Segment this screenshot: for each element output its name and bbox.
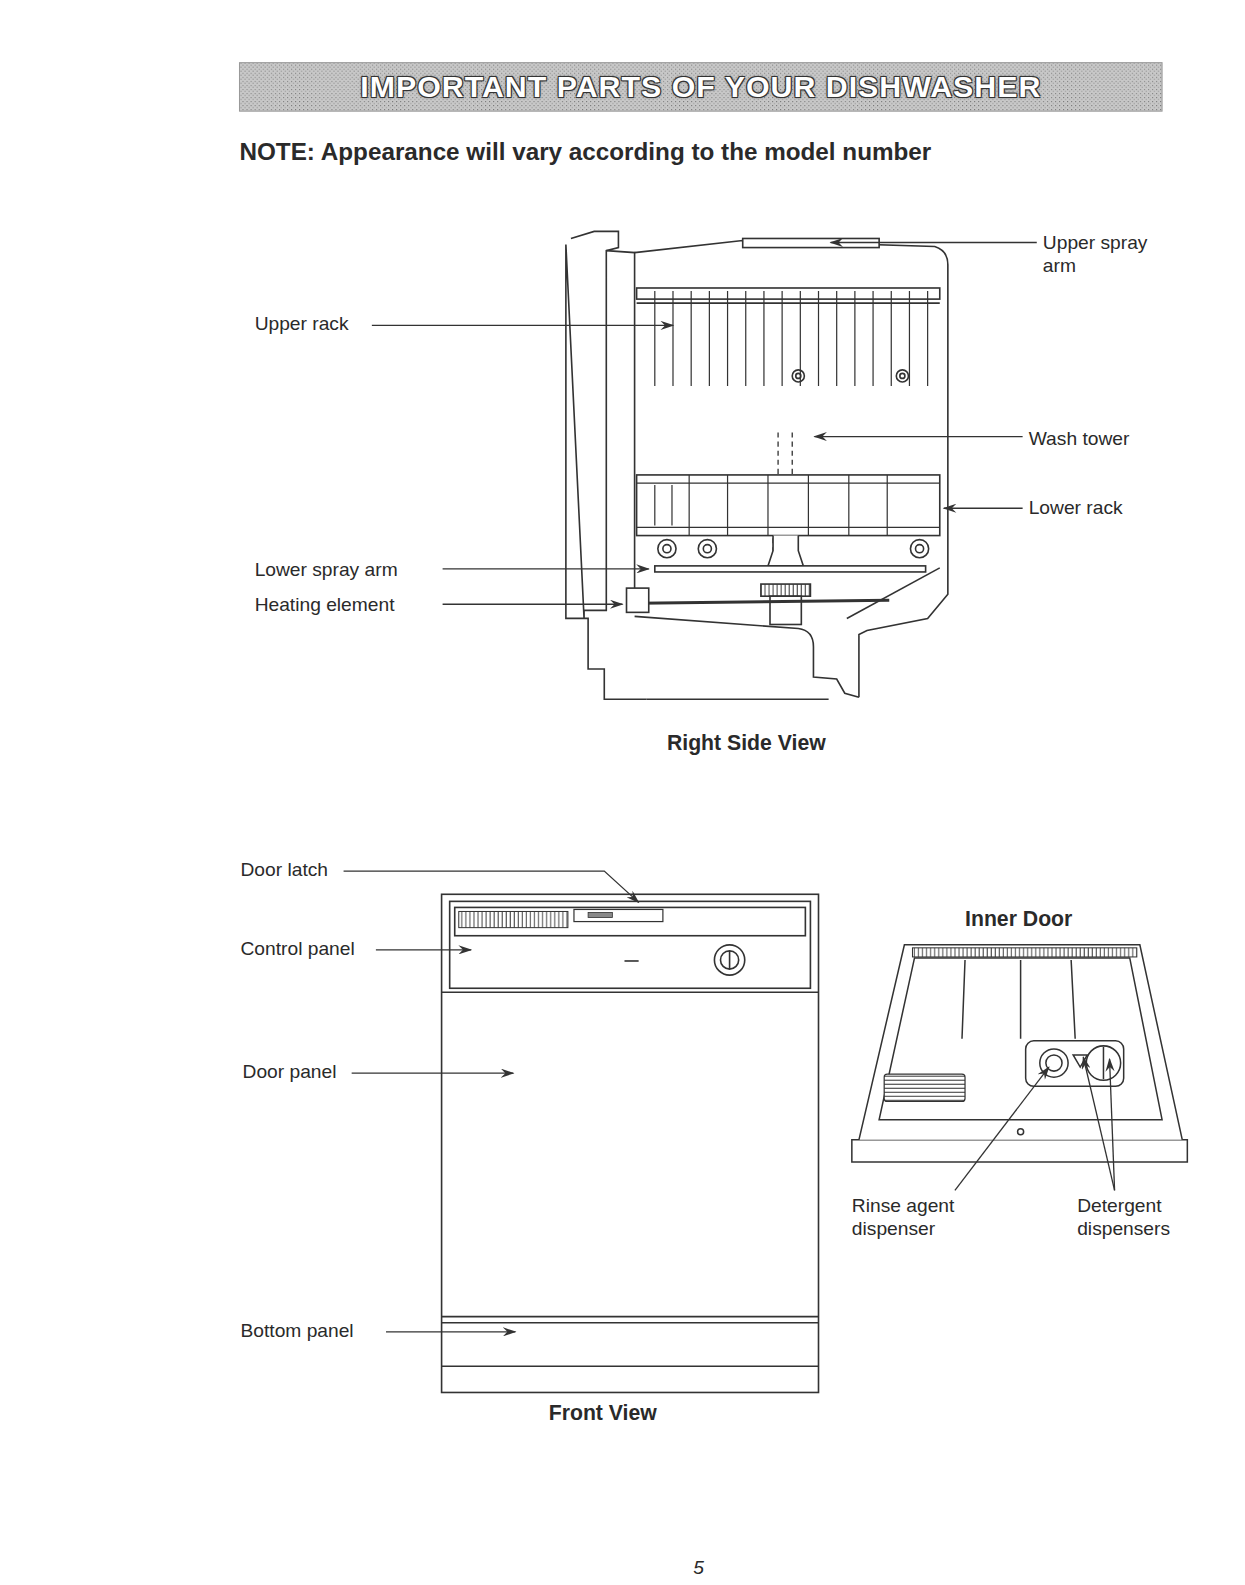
- page-number: 5: [693, 1556, 704, 1579]
- front-view: [442, 894, 819, 1392]
- part-label: Door panel: [243, 1060, 337, 1083]
- part-label: Upper spray arm: [1043, 230, 1164, 276]
- side-view: [566, 231, 948, 699]
- title-band: [239, 63, 1162, 112]
- part-label: Heating element: [255, 593, 395, 616]
- part-label: Upper rack: [255, 312, 349, 335]
- part-label: Control panel: [240, 937, 354, 960]
- part-label: Detergent dispensers: [1077, 1193, 1190, 1239]
- part-label: Bottom panel: [240, 1319, 353, 1342]
- part-label: Wash tower: [1029, 426, 1130, 449]
- part-label: Door latch: [240, 858, 328, 881]
- view-caption: Front View: [549, 1401, 657, 1424]
- view-caption: Right Side View: [667, 731, 826, 754]
- part-label: Lower spray arm: [255, 558, 398, 581]
- view-caption: Inner Door: [965, 906, 1072, 929]
- part-label: Lower rack: [1029, 496, 1123, 519]
- page-title: IMPORTANT PARTS OF YOUR DISHWASHER: [239, 63, 1162, 112]
- note-text: NOTE: Appearance will vary according to …: [239, 139, 931, 162]
- part-label: Rinse agent dispenser: [852, 1193, 971, 1239]
- leader-lines: [344, 243, 1115, 1332]
- inner-door: [852, 945, 1187, 1162]
